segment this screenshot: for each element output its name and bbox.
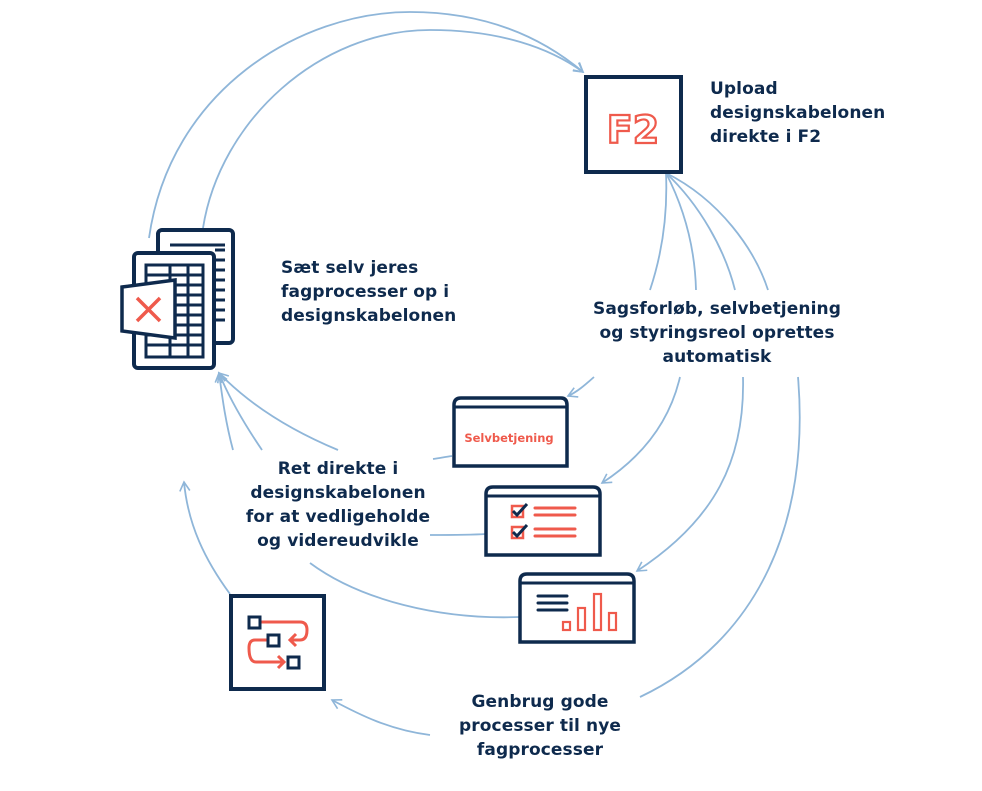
arrow-upload-to-auto-4 bbox=[665, 172, 769, 291]
label-line: direkte i F2 bbox=[710, 127, 822, 147]
arrow-auto-to-dashboard bbox=[635, 376, 744, 572]
arrow-reuse-to-process bbox=[330, 699, 431, 736]
svg-text:F2: F2 bbox=[607, 108, 659, 152]
arrow-auto-to-checklist bbox=[600, 376, 681, 484]
label-line: og styringsreol oprettes bbox=[599, 323, 835, 343]
selfservice-window-icon: Selvbetjening bbox=[452, 396, 569, 468]
arrow-setup-to-upload-inner bbox=[202, 29, 585, 229]
checkbox-icon bbox=[510, 502, 529, 519]
label-line: designskabelonen bbox=[710, 103, 886, 123]
svg-text:Selvbetjening: Selvbetjening bbox=[464, 431, 553, 445]
label-line: designskabelonen bbox=[250, 483, 426, 503]
arrow-upload-to-auto-3 bbox=[665, 172, 736, 291]
label-line: designskabelonen bbox=[281, 306, 457, 326]
arrow-edit-to-setup-3 bbox=[217, 371, 339, 451]
arrow-selfservice-to-edit bbox=[432, 455, 453, 460]
label-line: fagprocesser op i bbox=[281, 282, 450, 302]
label-line: Ret direkte i bbox=[277, 459, 399, 479]
label-line: Sæt selv jeres bbox=[281, 258, 419, 278]
step-reuse-label: Genbrug gode processer til nye fagproces… bbox=[445, 690, 635, 762]
label-line: processer til nye bbox=[458, 716, 622, 736]
label-line: automatisk bbox=[662, 347, 772, 367]
arrow-process-to-setup bbox=[179, 480, 231, 595]
step-edit-label: Ret direkte i designskabelonen for at ve… bbox=[238, 457, 438, 553]
label-line: for at vedligeholde bbox=[245, 507, 431, 527]
arrow-setup-to-upload-outer bbox=[148, 11, 585, 239]
label-line: Upload bbox=[710, 79, 778, 99]
arrow-upload-to-auto-1 bbox=[649, 172, 668, 291]
dashboard-chart-window-icon bbox=[518, 572, 636, 644]
label-line: Genbrug gode bbox=[471, 692, 609, 712]
checklist-window-icon bbox=[484, 485, 602, 557]
step-auto-label: Sagsforløb, selvbetjening og styringsreo… bbox=[585, 297, 849, 369]
f2-logo-icon: F2 bbox=[584, 75, 683, 174]
arrow-upload-to-auto-2 bbox=[665, 172, 697, 291]
label-line: og videreudvikle bbox=[257, 531, 419, 551]
arrow-checklist-to-edit bbox=[429, 533, 487, 536]
step-upload-label: Upload designskabelonen direkte i F2 bbox=[710, 77, 885, 149]
arrow-auto-to-selfservice bbox=[566, 376, 595, 398]
label-line: Sagsforløb, selvbetjening bbox=[593, 299, 841, 319]
process-flow-icon bbox=[229, 594, 326, 691]
label-line: fagprocesser bbox=[476, 740, 604, 760]
arrow-auto-to-reuse bbox=[639, 376, 801, 698]
arrow-dashboard-to-edit bbox=[309, 562, 521, 619]
checkbox-icon bbox=[510, 523, 529, 540]
spreadsheet-excel-icon bbox=[120, 228, 235, 370]
step-setup-label: Sæt selv jeres fagprocesser op i designs… bbox=[281, 256, 456, 328]
